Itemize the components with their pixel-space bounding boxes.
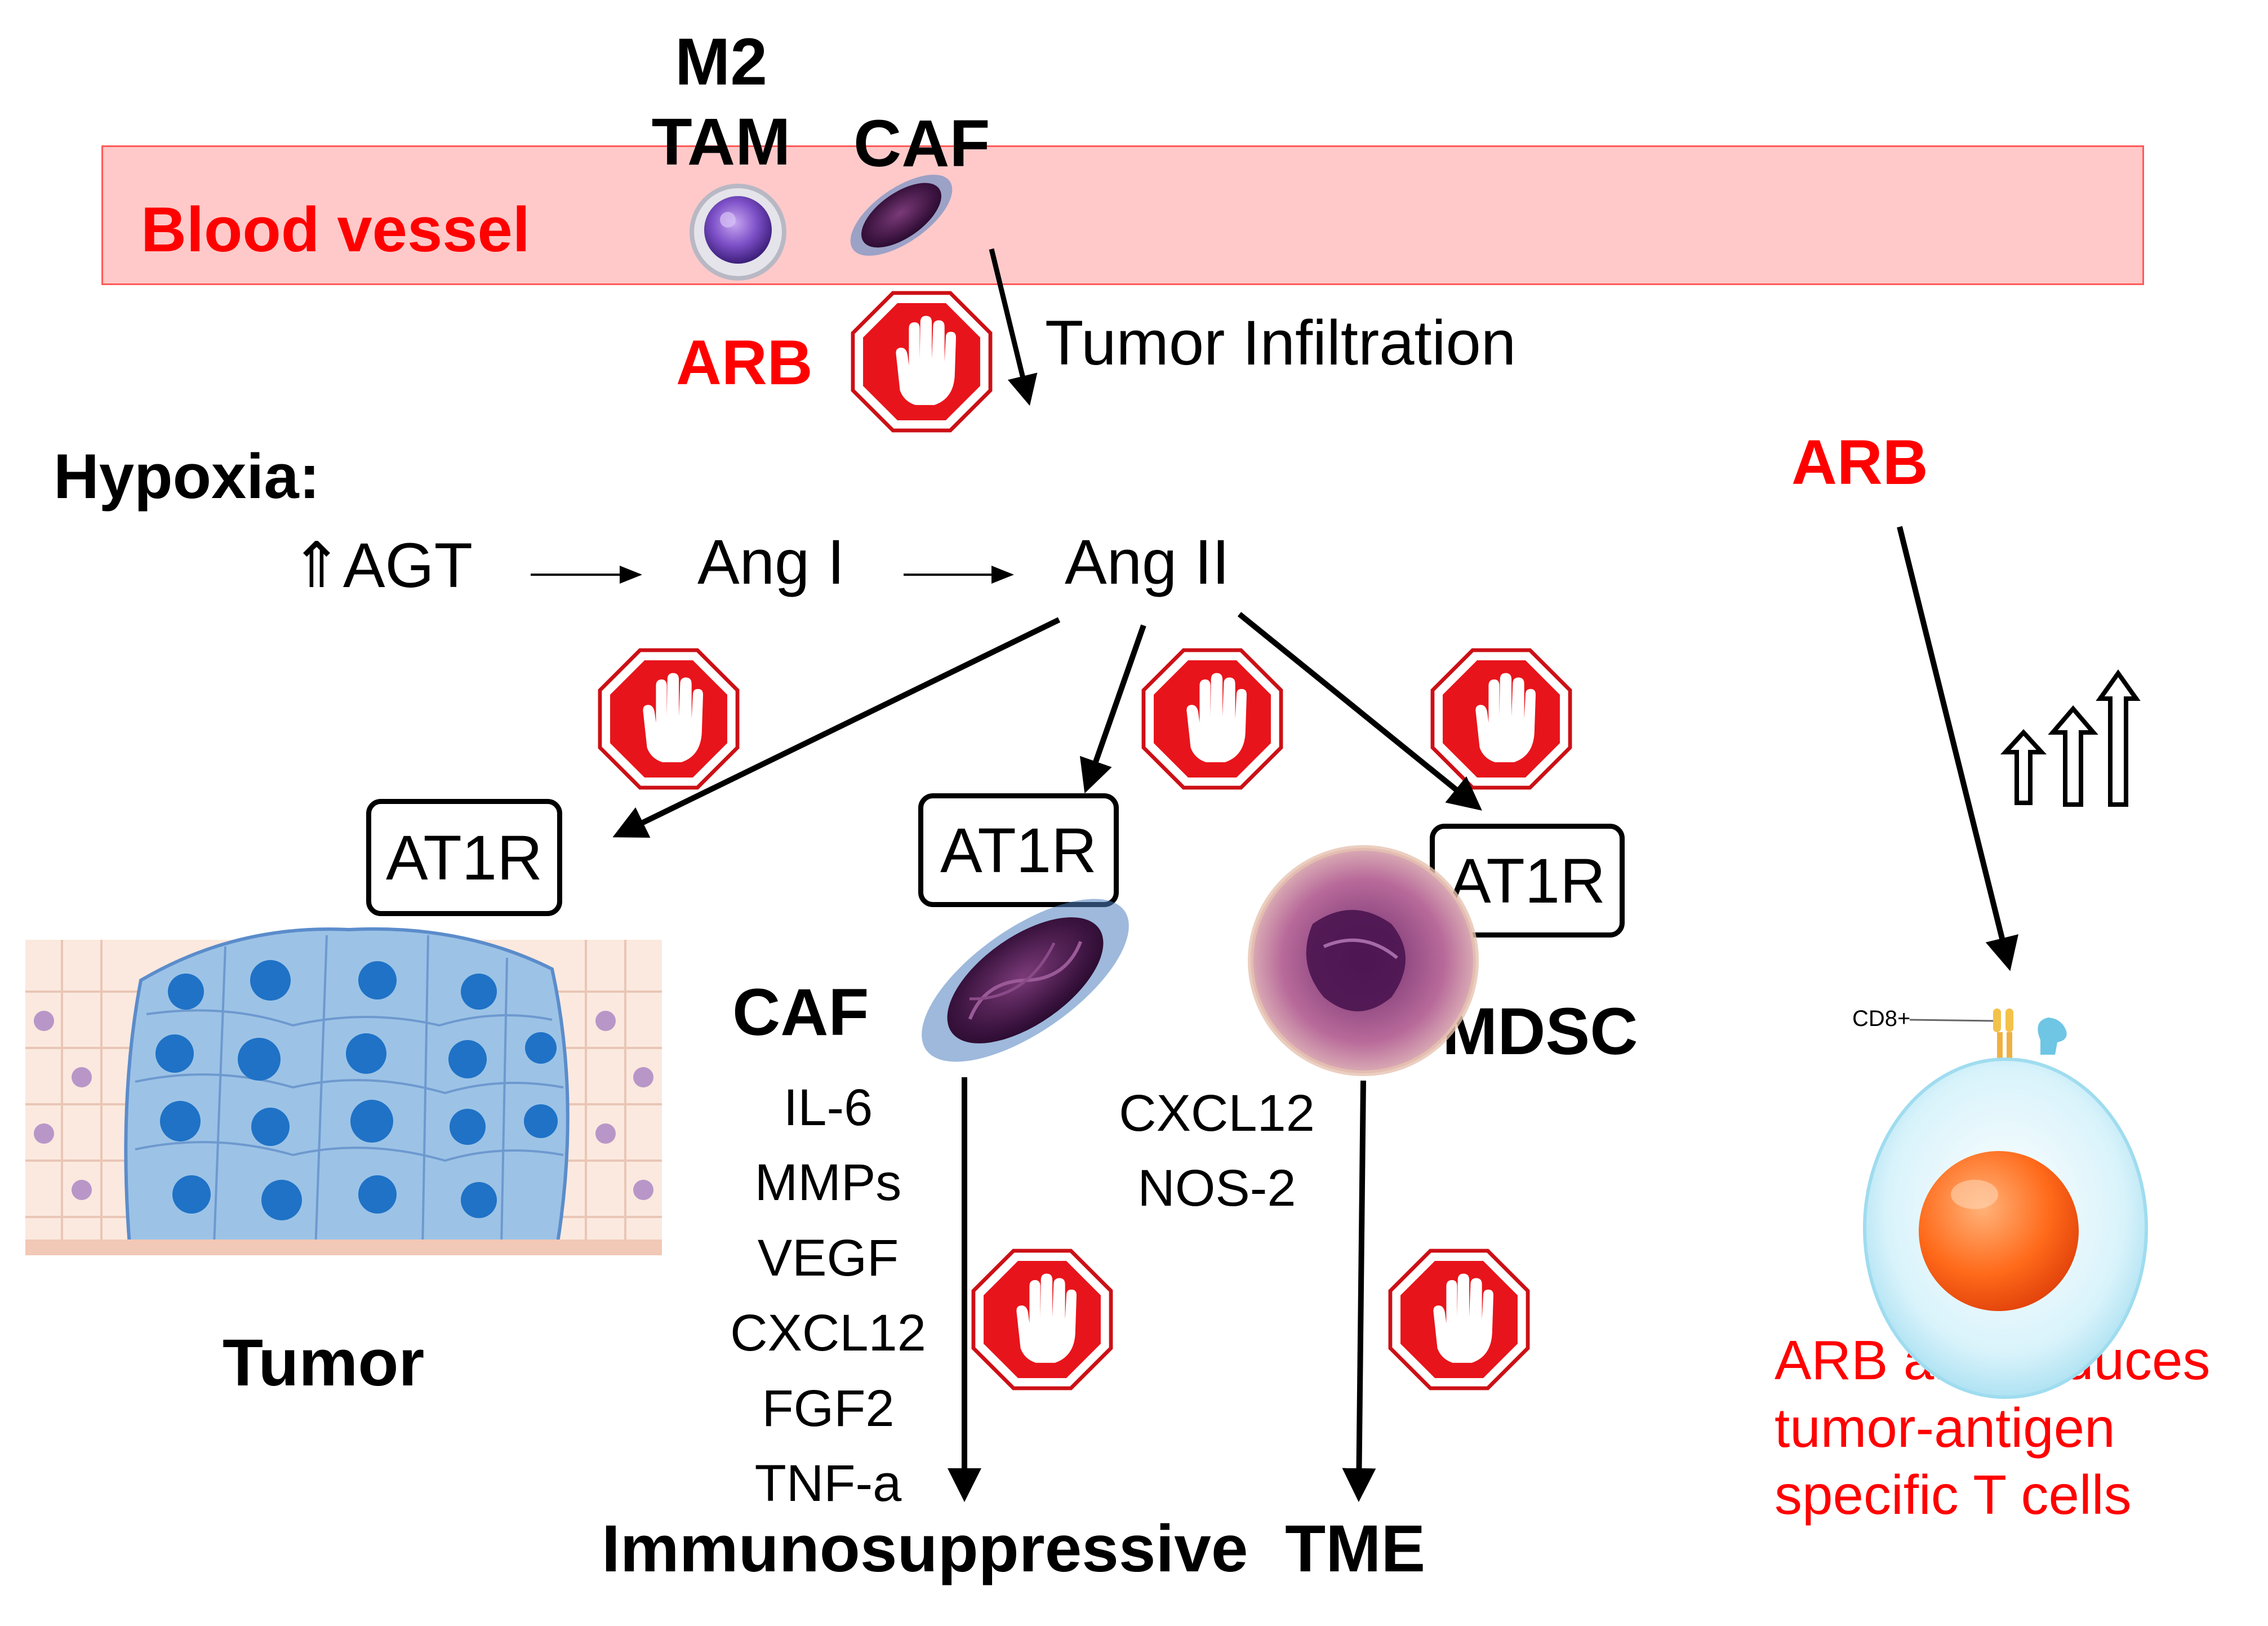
note-line: tumor-antigen <box>1775 1396 2115 1459</box>
ang2-label: Ang II <box>1065 527 1230 597</box>
mdsc-cell-icon <box>1248 845 1479 1076</box>
caf-factor: VEGF <box>757 1229 899 1287</box>
increase-arrows-icon <box>2000 669 2141 807</box>
caf-factor: CXCL12 <box>730 1304 926 1362</box>
stop-sign-icon <box>600 650 737 788</box>
mdsc-factor: NOS-2 <box>1137 1159 1296 1218</box>
at1r-caf-box: AT1R <box>918 793 1119 907</box>
arb-to-t-cell-arrow <box>1897 526 2018 971</box>
infiltration-arrow <box>989 248 1038 406</box>
ang2-to-caf-arrow <box>1079 624 1146 794</box>
m2-tam-line2: TAM <box>651 104 791 179</box>
caf-factor: FGF2 <box>762 1379 895 1437</box>
ang2-to-tumor-arrow <box>612 617 1061 838</box>
mdsc-factor-list: CXCL12 NOS-2 <box>1087 1076 1346 1227</box>
ang1-label: Ang I <box>697 527 845 597</box>
t-cell-icon <box>1863 1009 2148 1399</box>
caf-cell-icon <box>922 899 1129 1062</box>
stop-sign-icon <box>1390 1251 1528 1388</box>
m2-tam-label: M2 TAM <box>637 23 806 182</box>
stop-sign-icon <box>1433 650 1570 788</box>
arb-right-label: ARB <box>1791 427 1928 497</box>
top-caf-label: CAF <box>853 106 990 181</box>
mdsc-to-tme-arrow <box>1342 1080 1376 1502</box>
caf-factor-list: IL-6 MMPs VEGF CXCL12 FGF2 TNF-a <box>693 1070 963 1521</box>
cd8-label: CD8+ <box>1852 1006 1911 1031</box>
stop-sign-icon <box>853 293 990 430</box>
hypoxia-heading: Hypoxia: <box>54 441 320 512</box>
top-caf-cell-icon <box>850 175 953 256</box>
caf-factor: TNF-a <box>754 1454 902 1512</box>
caf-factor: MMPs <box>754 1154 902 1212</box>
mdsc-factor: CXCL12 <box>1119 1085 1315 1142</box>
mdsc-label: MDSC <box>1442 994 1638 1069</box>
agt-label: ⇑AGT <box>290 530 473 601</box>
immunosuppressive-tme-label: Immunosuppressive TME <box>602 1512 1426 1586</box>
tumor-label: Tumor <box>223 1326 425 1400</box>
ang2-to-mdsc-arrow <box>1237 612 1482 811</box>
stop-sign-icon <box>973 1251 1111 1388</box>
caf-label: CAF <box>732 975 869 1050</box>
caf-factor: IL-6 <box>783 1079 873 1136</box>
note-line: specific T cells <box>1775 1464 2132 1526</box>
at1r-tumor-box: AT1R <box>366 799 562 916</box>
blood-vessel <box>101 145 2144 285</box>
arb-infiltration-label: ARB <box>676 327 813 398</box>
tumor-tissue-graphic <box>25 927 662 1255</box>
blood-vessel-label: Blood vessel <box>141 194 530 265</box>
tumor-infiltration-label: Tumor Infiltration <box>1045 308 1517 378</box>
m2-tam-cell-icon <box>690 184 786 281</box>
stop-sign-icon <box>1144 650 1281 788</box>
m2-tam-line1: M2 <box>675 25 767 99</box>
